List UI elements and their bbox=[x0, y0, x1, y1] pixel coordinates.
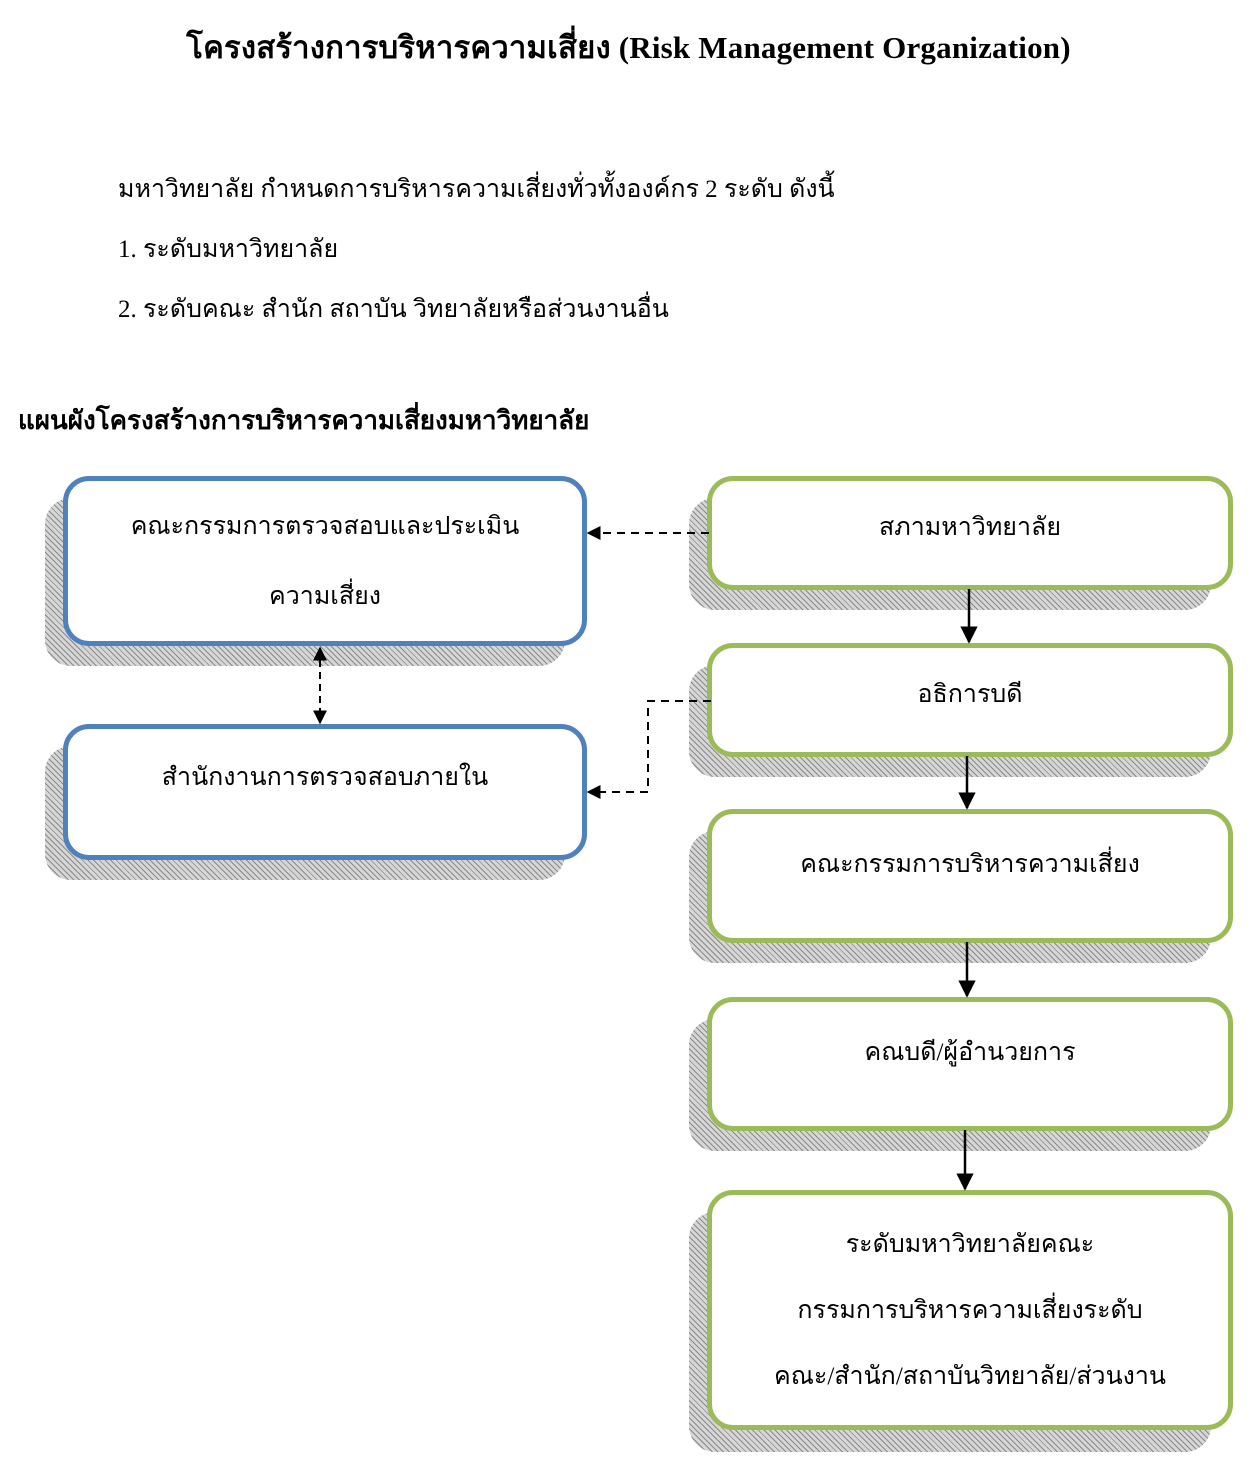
box-label-line: คณะกรรมการตรวจสอบและประเมิน bbox=[130, 513, 520, 540]
audit-risk-assessment-committee-box: คณะกรรมการตรวจสอบและประเมิน ความเสี่ยง bbox=[63, 476, 587, 646]
diagram-heading: แผนผังโครงสร้างการบริหารความเสี่ยงมหาวิท… bbox=[18, 406, 590, 435]
unit-level-risk-committee-box: ระดับมหาวิทยาลัยคณะ กรรมการบริหารความเสี… bbox=[707, 1190, 1233, 1430]
page-title: โครงสร้างการบริหารความเสี่ยง (Risk Manag… bbox=[186, 30, 1071, 65]
dashed-arrow-president-to-internal-audit bbox=[586, 700, 711, 799]
intro-lead: มหาวิทยาลัย กำหนดการบริหารความเสี่ยงทั่ว… bbox=[118, 176, 835, 203]
dean-director-box: คณบดี/ผู้อำนวยการ bbox=[707, 997, 1233, 1131]
internal-audit-office-box: สำนักงานการตรวจสอบภายใน bbox=[63, 724, 587, 860]
intro-item-faculty: 2. ระดับคณะ สำนัก สถาบัน วิทยาลัยหรือส่ว… bbox=[118, 296, 669, 323]
box-label-line: สภามหาวิทยาลัย bbox=[879, 514, 1061, 541]
intro-block: มหาวิทยาลัย กำหนดการบริหารความเสี่ยงทั่ว… bbox=[118, 160, 835, 340]
university-council-box: สภามหาวิทยาลัย bbox=[707, 476, 1233, 590]
risk-management-committee-box: คณะกรรมการบริหารความเสี่ยง bbox=[707, 809, 1233, 943]
box-label-line: คณะกรรมการบริหารความเสี่ยง bbox=[800, 851, 1140, 878]
intro-item-university: 1. ระดับมหาวิทยาลัย bbox=[118, 236, 339, 263]
president-box: อธิการบดี bbox=[707, 643, 1233, 757]
box-label-line: ความเสี่ยง bbox=[269, 583, 381, 610]
box-label-line: ระดับมหาวิทยาลัยคณะ bbox=[845, 1231, 1095, 1258]
box-label-line: สำนักงานการตรวจสอบภายใน bbox=[161, 764, 489, 791]
box-label-line: คณบดี/ผู้อำนวยการ bbox=[864, 1039, 1076, 1066]
box-label-line: อธิการบดี bbox=[917, 681, 1023, 708]
box-label-line: คณะ/สำนัก/สถาบันวิทยาลัย/ส่วนงาน bbox=[774, 1363, 1166, 1390]
box-label-line: กรรมการบริหารความเสี่ยงระดับ bbox=[797, 1297, 1143, 1324]
